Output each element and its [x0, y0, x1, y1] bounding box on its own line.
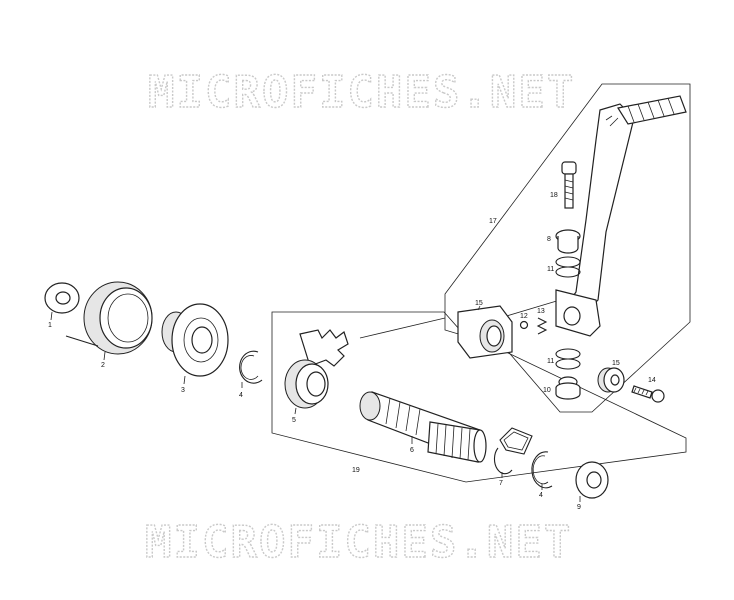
- callout-11b: 11: [547, 358, 554, 365]
- part-3-flanged-bushing: [161, 303, 229, 377]
- callout-9: 9: [577, 504, 581, 511]
- group-boundary-19: [271, 311, 687, 483]
- part-18-bolt: [561, 161, 577, 209]
- callout-8: 8: [547, 236, 551, 243]
- part-13-spring: [536, 317, 548, 335]
- part-4-circlip-right: [531, 451, 553, 489]
- part-8-bushing: [555, 229, 581, 254]
- callout-4b: 4: [539, 492, 543, 499]
- callout-7: 7: [499, 480, 503, 487]
- part-15-boss-right: [597, 367, 625, 393]
- callout-6: 6: [410, 447, 414, 454]
- callout-15a: 15: [475, 300, 483, 307]
- part-1-washer: [44, 282, 80, 314]
- part-9-thrust-washer: [575, 461, 609, 499]
- part-4-circlip: [239, 350, 263, 384]
- callout-17: 17: [489, 218, 497, 225]
- part-2-spring-housing: [65, 281, 153, 355]
- part-12-ball: [519, 320, 529, 330]
- part-6-shaft: [359, 391, 487, 463]
- connector-line: [359, 317, 446, 339]
- part-10-bushing: [555, 376, 581, 400]
- callout-14: 14: [648, 377, 656, 384]
- part-11-o-rings-top: [555, 256, 581, 278]
- part-17-kick-lever: [555, 95, 687, 337]
- watermark-top: MICROFICHES.NET: [148, 67, 575, 118]
- part-15-lever-boss: [457, 305, 513, 359]
- callout-11a: 11: [547, 266, 554, 273]
- callout-10: 10: [543, 387, 551, 394]
- part-7-spring-clip: [493, 427, 533, 475]
- part-5-gear-segment: [284, 329, 349, 409]
- callout-1: 1: [48, 322, 52, 329]
- callout-2: 2: [101, 362, 105, 369]
- callout-18: 18: [550, 192, 558, 199]
- callout-4a: 4: [239, 392, 243, 399]
- callout-3: 3: [181, 387, 185, 394]
- callout-5: 5: [292, 417, 296, 424]
- callout-12: 12: [520, 313, 528, 320]
- callout-15b: 15: [612, 360, 620, 367]
- part-14-bolt: [631, 385, 665, 403]
- callout-13: 13: [537, 308, 545, 315]
- callout-19: 19: [352, 467, 360, 474]
- watermark-bottom: MICROFICHES.NET: [145, 517, 572, 568]
- part-11-o-rings-bottom: [555, 348, 581, 370]
